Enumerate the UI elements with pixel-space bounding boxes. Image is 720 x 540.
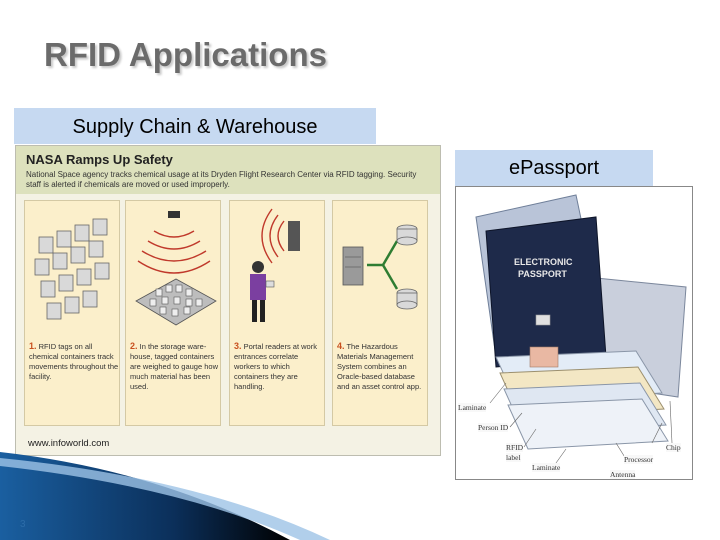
step-2-caption: 2. In the storage ware-house, tagged con… xyxy=(130,341,218,391)
page-number: 3 xyxy=(20,519,26,530)
supply-chain-label: Supply Chain & Warehouse xyxy=(14,108,376,144)
cover-text-line1: ELECTRONIC xyxy=(514,257,573,267)
photo-icon xyxy=(529,346,559,368)
step-4-caption: 4. The Hazardous Materials Management Sy… xyxy=(337,341,422,391)
callout-rfid: RFID xyxy=(506,443,524,452)
warehouse-scale-illustration xyxy=(135,211,217,326)
step-1-panel: 1. RFID tags on all chemical containers … xyxy=(24,200,120,426)
infographic-header: NASA Ramps Up Safety National Space agen… xyxy=(16,146,440,194)
database-server-illustration xyxy=(342,224,418,310)
step-1-caption: 1. RFID tags on all chemical containers … xyxy=(29,341,119,381)
chemical-containers-illustration xyxy=(34,218,110,320)
callout-antenna: Antenna xyxy=(610,470,636,479)
callout-processor: Processor xyxy=(624,455,654,464)
slide-title: RFID Applications xyxy=(44,36,327,73)
callout-person-id: Person ID xyxy=(478,423,509,432)
step-3-panel: 3. Portal readers at work entrances corr… xyxy=(229,200,325,426)
callout-chip: Chip xyxy=(666,443,681,452)
source-credit: www.infoworld.com xyxy=(28,438,110,449)
epassport-illustration: ELECTRONIC PASSPORT Laminate Person ID R… xyxy=(455,186,693,480)
passport-stack-graphic: ELECTRONIC PASSPORT xyxy=(475,194,687,464)
step-2-panel: 2. In the storage ware-house, tagged con… xyxy=(125,200,221,426)
infographic-title: NASA Ramps Up Safety xyxy=(26,152,173,167)
infographic-description: National Space agency tracks chemical us… xyxy=(26,170,417,189)
callout-label: label xyxy=(506,453,521,462)
step-4-panel: 4. The Hazardous Materials Management Sy… xyxy=(332,200,428,426)
cover-text-line2: PASSPORT xyxy=(518,269,567,279)
portal-reader-illustration xyxy=(250,208,300,322)
callout-laminate-top: Laminate xyxy=(458,403,487,412)
callout-laminate-bottom: Laminate xyxy=(532,463,561,472)
nasa-infographic: NASA Ramps Up Safety National Space agen… xyxy=(15,145,441,456)
chip-icon xyxy=(535,314,551,326)
step-3-caption: 3. Portal readers at work entrances corr… xyxy=(234,341,317,391)
epassport-label: ePassport xyxy=(455,150,653,186)
